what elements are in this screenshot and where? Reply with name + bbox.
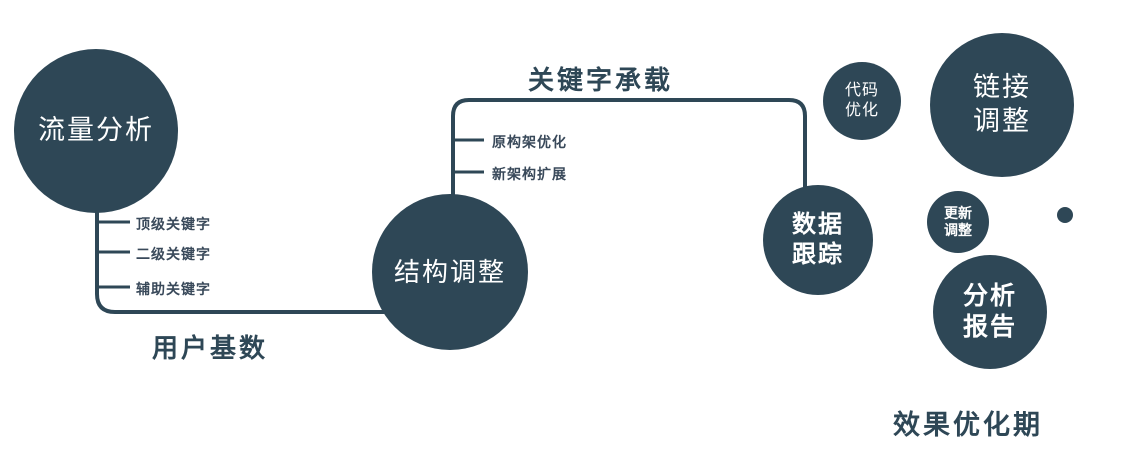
node-structure-adjust: 结构调整 [372, 194, 528, 350]
branch-label-aux-keywords: 辅助关键字 [136, 281, 211, 297]
node-traffic-analysis: 流量分析 [14, 49, 178, 213]
node-structure-adjust-label: 结构调整 [393, 256, 506, 287]
edge-label-keyword-carry: 关键字承载 [528, 65, 674, 95]
node-data-tracking-line2: 跟踪 [792, 241, 844, 268]
node-update-adjust-line1: 更新 [944, 204, 972, 221]
node-code-optimize-line1: 代码 [844, 82, 879, 99]
branch-label-second-keywords: 二级关键字 [136, 246, 211, 262]
node-link-adjust: 链接 调整 [930, 33, 1074, 177]
node-traffic-analysis-label: 流量分析 [38, 115, 154, 146]
branch-label-arch-optimize: 原构架优化 [492, 134, 567, 150]
branch-label-top-keywords: 顶级关键字 [136, 216, 211, 232]
node-update-adjust-line2: 调整 [944, 222, 972, 238]
edge-label-user-base: 用户基数 [152, 333, 269, 363]
footer-label-effect-period: 效果优化期 [893, 410, 1043, 440]
node-small-dot [1057, 207, 1073, 223]
node-update-adjust: 更新 调整 [927, 191, 989, 253]
edge-traffic-to-structure [95, 200, 398, 314]
node-data-tracking-line1: 数据 [792, 211, 844, 238]
node-analysis-report-line1: 分析 [962, 281, 1017, 310]
node-analysis-report: 分析 报告 [933, 255, 1047, 369]
node-link-adjust-line2: 调整 [973, 106, 1031, 136]
branch-label-arch-expand: 新架构扩展 [492, 166, 567, 182]
edge-structure-to-tracking [451, 98, 807, 198]
node-analysis-report-line2: 报告 [962, 313, 1017, 341]
node-link-adjust-line1: 链接 [973, 72, 1031, 103]
node-code-optimize: 代码 优化 [823, 62, 901, 140]
node-code-optimize-line2: 优化 [844, 102, 879, 119]
node-data-tracking: 数据 跟踪 [763, 185, 873, 295]
